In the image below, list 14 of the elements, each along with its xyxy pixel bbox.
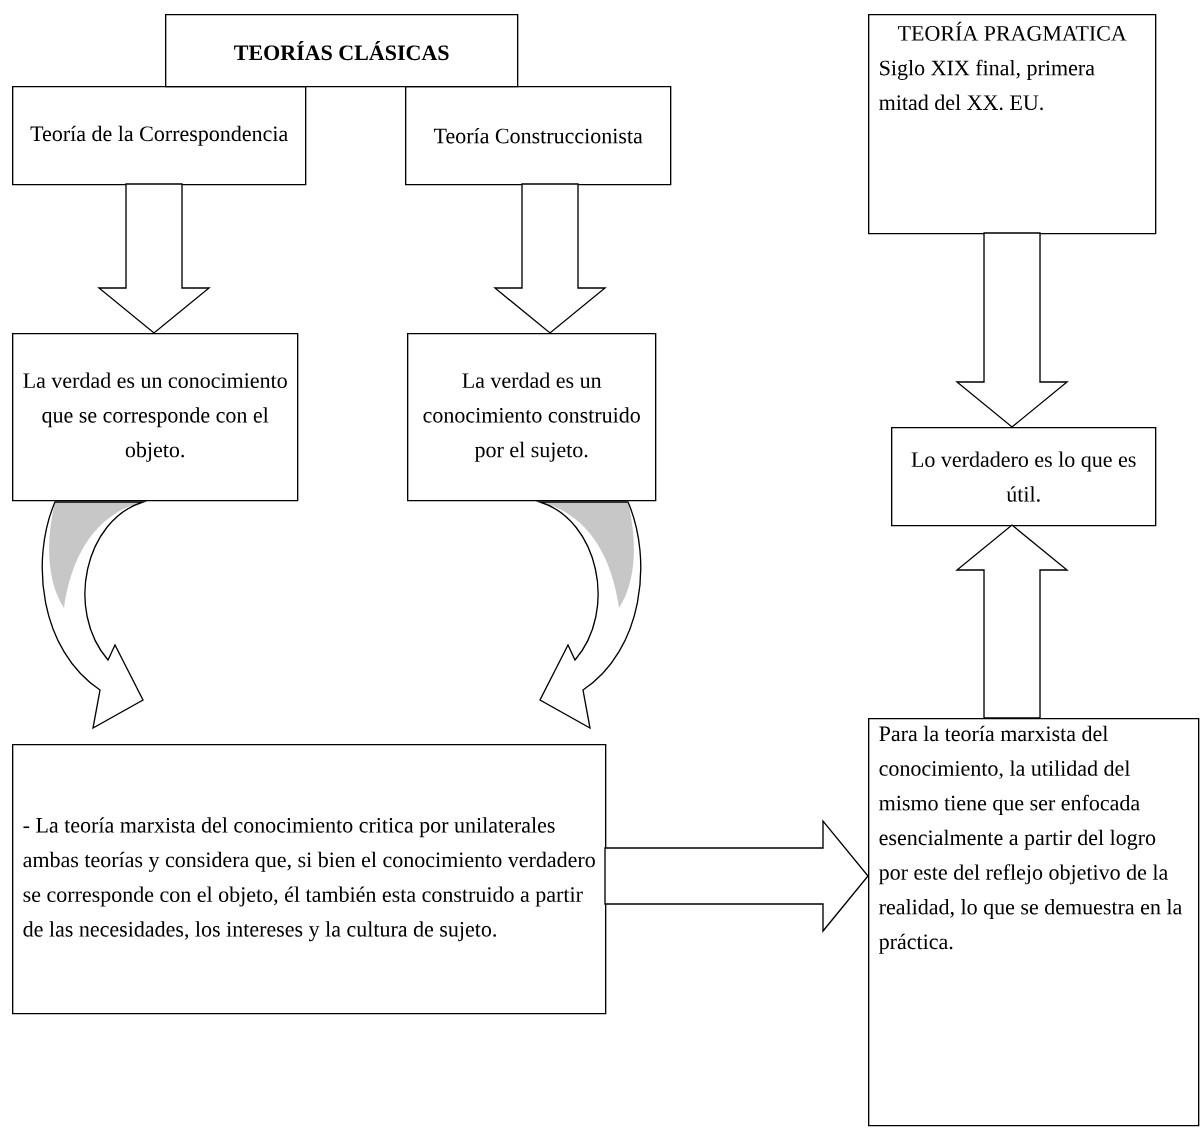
text-box: La verdad es un conocimiento construido por el sujeto. (407, 333, 657, 502)
block-arrow (604, 819, 869, 933)
text-box: Teoría Construccionista (405, 86, 672, 186)
heading-box: TEORÍAS CLÁSICAS (165, 14, 519, 88)
text-box: La verdad es un conocimiento que se corresponde con el objeto. (12, 333, 299, 502)
block-arrow (493, 183, 607, 334)
text-box: Teoría de la Correspondencia (12, 86, 307, 186)
block-arrow (955, 524, 1069, 719)
text-box: Para la teoría marxista del conocimiento, la utilidad del mismo tiene que ser enfocada esencialmente a partir del logro por este del reflejo objetivo de la realidad, lo que se demuestra en la práctica. (868, 718, 1200, 1127)
block-arrow (97, 183, 211, 334)
block-arrow (955, 232, 1069, 428)
text-box: - La teoría marxista del conocimiento critica por unilaterales ambas teorías y considera que, si bien el conocimiento verdadero se corresponde con el objeto, él también esta construido a partir de las necesidades, los intereses y la cultura de sujeto. (12, 744, 607, 1015)
text-box: Lo verdadero es lo que es útil. (891, 427, 1157, 527)
text-box: TEORÍA PRAGMATICA Siglo XIX final, primera mitad del XX. EU. (868, 14, 1157, 235)
